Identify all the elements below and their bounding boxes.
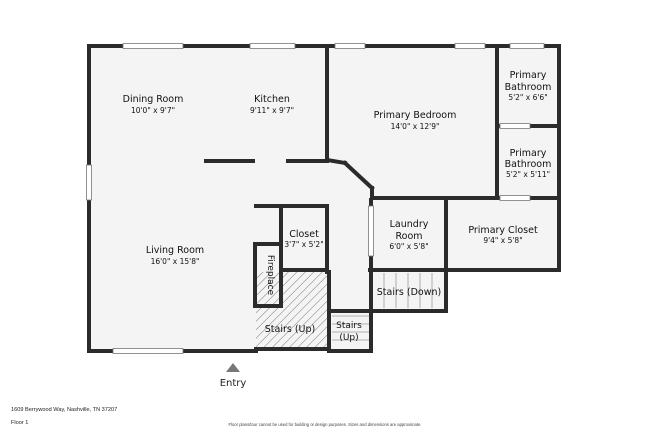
- primary-closet-name: Primary Closet: [468, 225, 538, 236]
- laundry-room-name1: Laundry: [390, 219, 429, 230]
- closet-dim: 3'7" x 5'2": [284, 240, 323, 249]
- living-room-name: Living Room: [146, 245, 204, 256]
- stairs-up-small-treads: [332, 315, 369, 341]
- dining-room-name: Dining Room: [123, 94, 184, 105]
- entry-label: Entry: [219, 378, 247, 389]
- primary-bath-2-name1: Primary: [510, 148, 547, 159]
- living-room-dim: 16'0" x 15'8": [151, 257, 200, 266]
- kitchen-name: Kitchen: [254, 94, 290, 105]
- primary-closet-dim: 9'4" x 5'8": [483, 236, 522, 245]
- entry-arrow-icon: [226, 363, 240, 372]
- laundry-room-dim: 6'0" x 5'8": [389, 242, 428, 251]
- stairs-down-treads: [383, 273, 433, 308]
- footer-address: 1609 Berrywood Way, Nashville, TN 37207: [11, 407, 118, 413]
- primary-bath-2-dim: 5'2" x 5'11": [506, 170, 550, 179]
- stairs-up-small-label1: Stairs: [336, 321, 362, 331]
- stairs-up-hatch: [256, 272, 329, 349]
- primary-bath-1-dim: 5'2" x 6'6": [508, 93, 547, 102]
- stairs-up-small-label2: (Up): [339, 333, 358, 343]
- stairs-down-label: Stairs (Down): [377, 287, 441, 298]
- primary-bedroom-name: Primary Bedroom: [374, 110, 457, 121]
- windows: [86, 43, 545, 354]
- primary-bath-1-name2: Bathroom: [505, 82, 552, 93]
- closet-name: Closet: [289, 229, 319, 240]
- laundry-room-name2: Room: [395, 231, 422, 242]
- primary-bath-2-name2: Bathroom: [505, 159, 552, 170]
- dining-room-dim: 10'0" x 9'7": [131, 106, 175, 115]
- kitchen-dim: 9'11" x 9'7": [250, 106, 294, 115]
- primary-bath-1-name1: Primary: [510, 70, 547, 81]
- fireplace-label: Fireplace: [265, 255, 275, 296]
- primary-bedroom-dim: 14'0" x 12'9": [391, 122, 440, 131]
- footer-floor: Floor 1: [11, 420, 29, 426]
- stairs-up-main-label: Stairs (Up): [265, 324, 316, 335]
- footer-disclaimer: Floor plans/tour cannot be used for buil…: [228, 422, 422, 427]
